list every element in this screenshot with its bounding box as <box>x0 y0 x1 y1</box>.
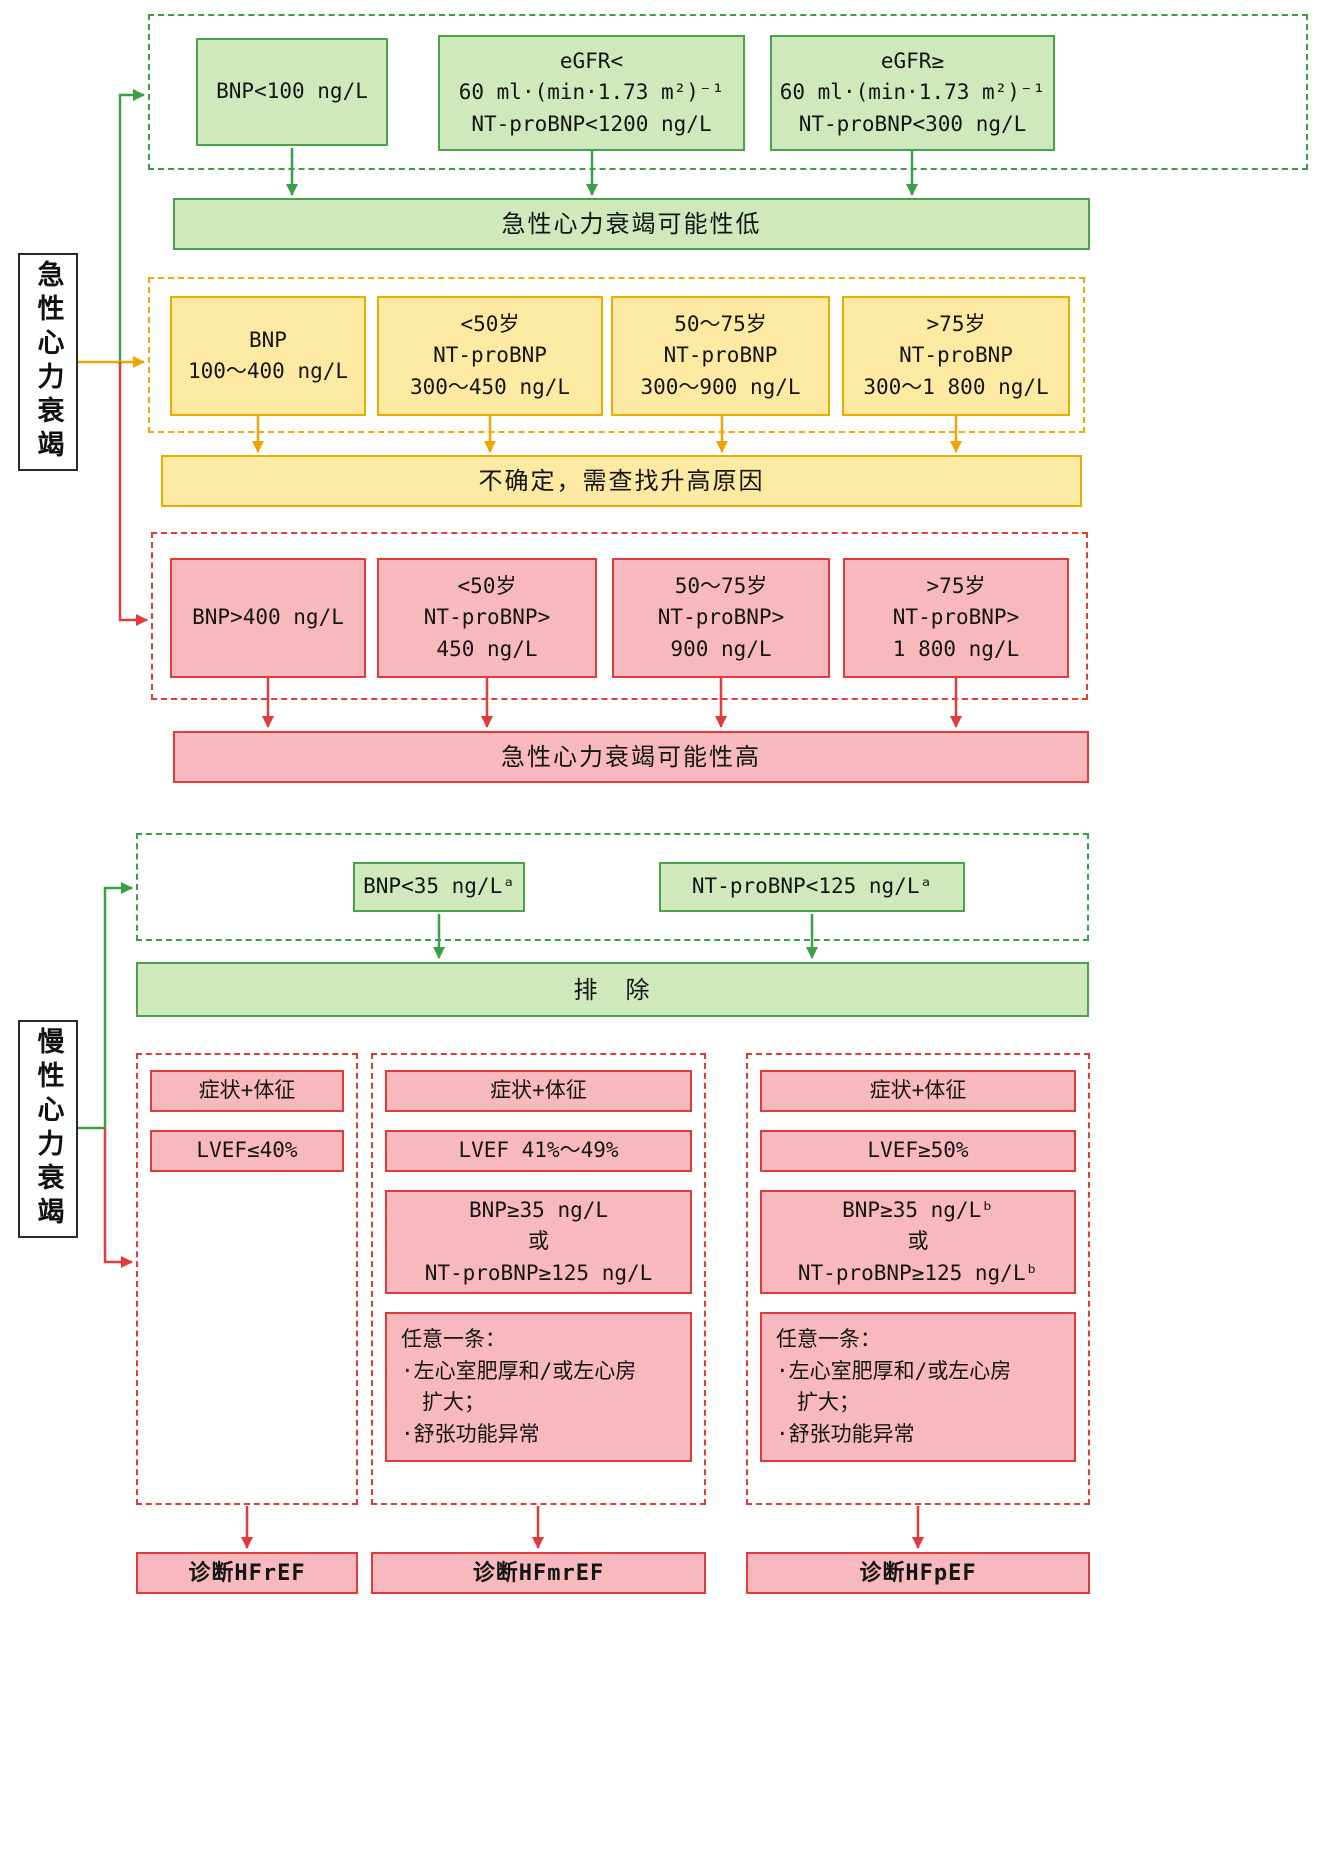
acute-low-group <box>148 14 1308 170</box>
hfref-symptoms-box: 症状+体征 <box>150 1070 344 1112</box>
acute-high-box-over75: >75岁 NT-proBNP> 1 800 ng/L <box>843 558 1069 678</box>
chronic-column-hfpef <box>746 1053 1090 1505</box>
acute-uncertain-box-over75: >75岁 NT-proBNP 300～1 800 ng/L <box>842 296 1070 416</box>
hfpef-criteria-box: 任意一条： ·左心室肥厚和/或左心房 扩大； ·舒张功能异常 <box>760 1312 1076 1462</box>
hfref-lvef-box: LVEF≤40% <box>150 1130 344 1172</box>
chronic-column-hfref <box>136 1053 358 1505</box>
acute-low-result-bar: 急性心力衰竭可能性低 <box>173 198 1090 250</box>
hfmref-lvef-box: LVEF 41%～49% <box>385 1130 692 1172</box>
hfpef-bnp-box: BNP≥35 ng/Lᵇ 或 NT-proBNP≥125 ng/Lᵇ <box>760 1190 1076 1294</box>
hfpef-symptoms-box: 症状+体征 <box>760 1070 1076 1112</box>
acute-uncertain-box-under50: <50岁 NT-proBNP 300～450 ng/L <box>377 296 603 416</box>
acute-low-box-egfr-high: eGFR≥ 60 ml·(min·1.73 m²)⁻¹ NT-proBNP<30… <box>770 35 1055 151</box>
acute-hf-side-label: 急性心力衰竭 <box>18 253 78 471</box>
acute-high-box-50to75: 50～75岁 NT-proBNP> 900 ng/L <box>612 558 830 678</box>
acute-high-result-bar: 急性心力衰竭可能性高 <box>173 731 1089 783</box>
chronic-exclude-box-bnp: BNP<35 ng/Lᵃ <box>353 862 525 912</box>
acute-uncertain-group <box>148 277 1085 433</box>
acute-high-group <box>151 532 1088 700</box>
hfmref-criteria-box: 任意一条： ·左心室肥厚和/或左心房 扩大； ·舒张功能异常 <box>385 1312 692 1462</box>
hfmref-bnp-box: BNP≥35 ng/L 或 NT-proBNP≥125 ng/L <box>385 1190 692 1294</box>
hfpef-diagnosis-bar: 诊断HFpEF <box>746 1552 1090 1594</box>
acute-uncertain-result-bar: 不确定，需查找升高原因 <box>161 455 1082 507</box>
chronic-exclude-group <box>136 833 1089 941</box>
hfmref-symptoms-box: 症状+体征 <box>385 1070 692 1112</box>
chronic-column-hfmref <box>371 1053 706 1505</box>
acute-high-box-bnp: BNP>400 ng/L <box>170 558 366 678</box>
acute-low-box-egfr-low: eGFR< 60 ml·(min·1.73 m²)⁻¹ NT-proBNP<12… <box>438 35 745 151</box>
acute-high-box-under50: <50岁 NT-proBNP> 450 ng/L <box>377 558 597 678</box>
acute-low-box-bnp: BNP<100 ng/L <box>196 38 388 146</box>
hfref-diagnosis-bar: 诊断HFrEF <box>136 1552 358 1594</box>
acute-uncertain-box-50to75: 50～75岁 NT-proBNP 300～900 ng/L <box>611 296 830 416</box>
chronic-hf-side-label: 慢性心力衰竭 <box>18 1020 78 1238</box>
hfpef-lvef-box: LVEF≥50% <box>760 1130 1076 1172</box>
chronic-exclude-box-ntprobnp: NT-proBNP<125 ng/Lᵃ <box>659 862 965 912</box>
chronic-exclude-result-bar: 排 除 <box>136 962 1089 1017</box>
acute-uncertain-box-bnp: BNP 100～400 ng/L <box>170 296 366 416</box>
hfmref-diagnosis-bar: 诊断HFmrEF <box>371 1552 706 1594</box>
